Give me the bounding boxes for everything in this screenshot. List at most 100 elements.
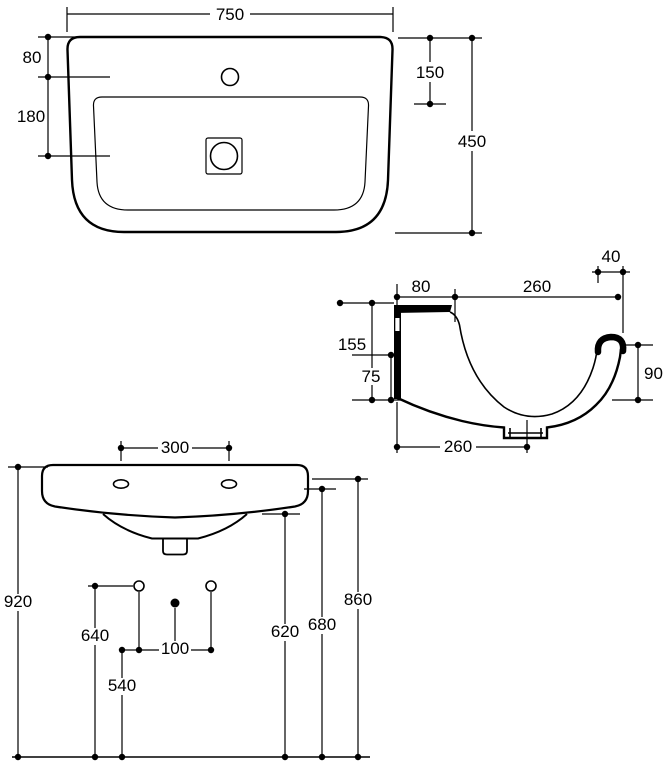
fixing-hole-right: [205, 580, 217, 592]
dim-label-gap: [307, 617, 337, 634]
front-rim-section: [594, 333, 627, 356]
dim-endpoint-dot: [225, 444, 233, 452]
dim-endpoint-dot: [117, 444, 125, 452]
dim-endpoint-dot: [118, 753, 126, 761]
basin-rim-outline: [66, 35, 394, 234]
dim-label-gap: [158, 439, 192, 456]
tap-hole-right: [220, 478, 238, 489]
fixing-hole-left: [133, 580, 145, 592]
dim-endpoint-dot: [387, 396, 395, 404]
dim-label-40: 40: [602, 247, 621, 266]
dim-label-gap: [415, 62, 445, 82]
dim-endpoint-dot: [207, 646, 215, 654]
dim-label-gap: [3, 594, 33, 611]
dim-endpoint-dot: [318, 485, 326, 493]
dim-label-gap: [357, 368, 386, 385]
dim-endpoint-dot: [634, 341, 642, 349]
dim-endpoint-dot: [468, 34, 476, 42]
dim-section-drain: 260: [396, 402, 528, 456]
dim-label-gap: [107, 678, 137, 695]
dim-label-750: 750: [216, 5, 244, 24]
dim-plan-right: 150 450: [395, 37, 487, 234]
waste-square: [205, 137, 243, 175]
dim-label-260: 260: [523, 277, 551, 296]
dim-endpoint-dot: [14, 463, 22, 471]
drain-stub: [162, 539, 188, 556]
dim-front-920: 920: [3, 466, 48, 757]
dim-endpoint-dot: [468, 229, 476, 237]
dim-plan-width: 750: [66, 5, 394, 32]
dim-endpoint-dot: [91, 753, 99, 761]
dim-front-540: 540: [107, 649, 137, 757]
dim-label-80: 80: [23, 48, 42, 67]
dim-section-overhang: 40: [592, 247, 630, 333]
dim-label-540: 540: [108, 676, 136, 695]
basin-bowl-outline: [92, 96, 370, 211]
front-dim-dots: [14, 444, 362, 761]
dim-endpoint-dot: [14, 753, 22, 761]
plan-dim-dots: [44, 33, 476, 237]
dim-endpoint-dot: [135, 646, 143, 654]
plan-view: 750 80 180 150 450: [17, 5, 487, 237]
dim-endpoint-dot: [368, 396, 376, 404]
dim-plan-left: 80 180: [17, 36, 110, 157]
dim-front-620: 620: [262, 513, 300, 757]
center-mark: [170, 598, 180, 608]
dim-front-680: 680: [304, 488, 337, 757]
dim-endpoint-dot: [426, 34, 434, 42]
dim-label-80: 80: [412, 277, 431, 296]
dim-label-90: 90: [644, 364, 663, 383]
dim-endpoint-dot: [387, 351, 395, 359]
apron-outline: [102, 513, 248, 540]
dim-label-gap: [80, 628, 110, 645]
dim-label-155: 155: [338, 335, 366, 354]
dim-endpoint-dot: [393, 293, 401, 301]
dim-front-tap-spacing: 300: [120, 438, 230, 461]
dim-front-fixing-offset: 100: [138, 592, 212, 658]
dim-label-450: 450: [458, 132, 486, 151]
dim-label-860: 860: [344, 590, 372, 609]
dim-label-gap: [343, 592, 373, 609]
waste-circle: [209, 141, 239, 171]
dim-endpoint-dot: [336, 299, 344, 307]
front-outline: [40, 463, 310, 519]
dim-label-150: 150: [416, 63, 444, 82]
section-view: 80 260 40 155 75 90: [336, 247, 663, 456]
dim-front-860: 860: [312, 478, 373, 757]
dim-label-300: 300: [161, 438, 189, 457]
dim-label-920: 920: [4, 592, 32, 611]
dim-endpoint-dot: [426, 100, 434, 108]
dim-endpoint-dot: [619, 268, 627, 276]
dim-label-260: 260: [444, 437, 472, 456]
dim-label-180: 180: [17, 107, 45, 126]
dim-label-gap: [457, 131, 487, 151]
dim-endpoint-dot: [451, 293, 459, 301]
fixing-channel: [395, 318, 400, 331]
dim-endpoint-dot: [368, 299, 376, 307]
dim-endpoint-dot: [634, 396, 642, 404]
dim-endpoint-dot: [354, 475, 362, 483]
dim-endpoint-dot: [281, 510, 289, 518]
dim-label-75: 75: [362, 367, 381, 386]
dim-label-gap: [440, 438, 476, 455]
dim-endpoint-dot: [354, 753, 362, 761]
tap-hole-left: [112, 478, 130, 489]
dim-label-640: 640: [81, 626, 109, 645]
dim-section-left: 155 75: [338, 302, 402, 401]
dim-label-100: 100: [161, 639, 189, 658]
bowl-outer-profile: [396, 348, 623, 440]
front-view: 300 920 640 540: [3, 438, 373, 761]
dim-endpoint-dot: [523, 443, 531, 451]
dim-endpoint-dot: [44, 33, 52, 41]
dim-endpoint-dot: [281, 753, 289, 761]
dim-front-640: 640: [80, 585, 133, 757]
dim-label-gap: [270, 624, 300, 641]
dim-label-680: 680: [308, 615, 336, 634]
dim-endpoint-dot: [91, 582, 99, 590]
dim-section-top: 80 260: [396, 277, 618, 305]
deck-section: [394, 305, 452, 313]
overflow-hole: [220, 67, 240, 87]
dim-endpoint-dot: [614, 293, 622, 301]
